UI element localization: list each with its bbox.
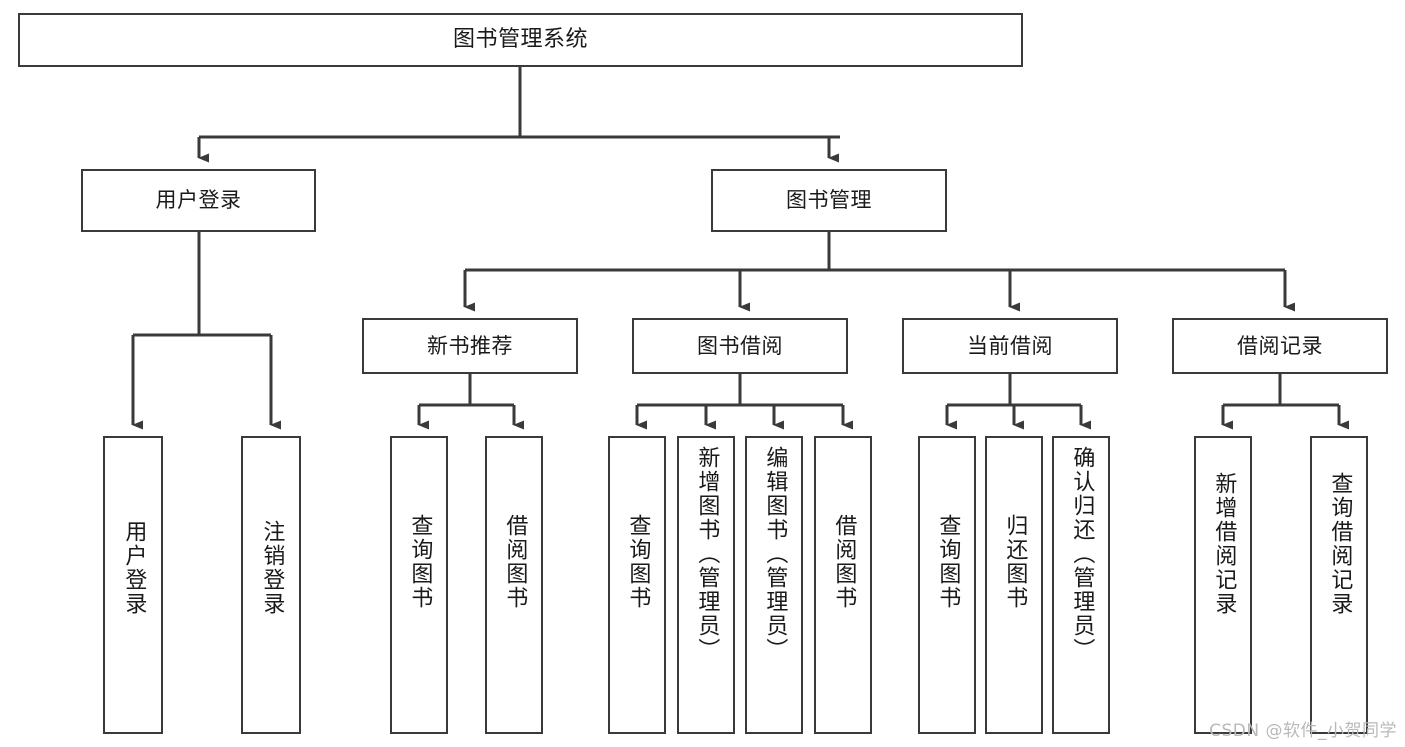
node-leaf-query-book-1[interactable]: 查询图书 bbox=[390, 436, 448, 734]
node-label: 新书推荐 bbox=[427, 333, 513, 358]
node-leaf-query-book-2[interactable]: 查询图书 bbox=[608, 436, 666, 734]
node-new-book-recommend[interactable]: 新书推荐 bbox=[362, 318, 578, 374]
node-label: 查询借阅记录 bbox=[1327, 472, 1353, 616]
node-label: 归还图书 bbox=[1002, 514, 1028, 610]
node-label: 新增图书（管理员） bbox=[694, 446, 720, 662]
node-label: 借阅图书 bbox=[831, 514, 857, 610]
node-leaf-edit-book-admin[interactable]: 编辑图书（管理员） bbox=[745, 436, 803, 734]
node-leaf-return-book[interactable]: 归还图书 bbox=[985, 436, 1043, 734]
node-label: 图书借阅 bbox=[697, 333, 783, 358]
node-label: 编辑图书（管理员） bbox=[762, 446, 788, 662]
node-label: 查询图书 bbox=[625, 514, 651, 610]
node-leaf-add-book-admin[interactable]: 新增图书（管理员） bbox=[677, 436, 735, 734]
node-label: 用户登录 bbox=[155, 188, 242, 213]
node-book-management[interactable]: 图书管理 bbox=[711, 169, 947, 232]
node-current-borrow[interactable]: 当前借阅 bbox=[902, 318, 1118, 374]
node-leaf-confirm-return-admin[interactable]: 确认归还（管理员） bbox=[1052, 436, 1110, 734]
node-label: 图书管理系统 bbox=[452, 27, 588, 53]
node-leaf-user-login[interactable]: 用户登录 bbox=[103, 436, 163, 734]
node-label: 注销登录 bbox=[259, 520, 285, 616]
node-root-system[interactable]: 图书管理系统 bbox=[18, 13, 1023, 67]
node-borrow-record[interactable]: 借阅记录 bbox=[1172, 318, 1388, 374]
node-leaf-logout-login[interactable]: 注销登录 bbox=[241, 436, 301, 734]
node-leaf-add-borrow-record[interactable]: 新增借阅记录 bbox=[1194, 436, 1252, 734]
node-label: 查询图书 bbox=[407, 514, 433, 610]
node-user-login[interactable]: 用户登录 bbox=[81, 169, 316, 232]
node-book-borrow[interactable]: 图书借阅 bbox=[632, 318, 848, 374]
node-leaf-borrow-book-2[interactable]: 借阅图书 bbox=[814, 436, 872, 734]
node-leaf-query-book-3[interactable]: 查询图书 bbox=[918, 436, 976, 734]
node-leaf-query-borrow-record[interactable]: 查询借阅记录 bbox=[1310, 436, 1368, 734]
node-label: 新增借阅记录 bbox=[1211, 472, 1237, 616]
node-label: 确认归还（管理员） bbox=[1069, 446, 1095, 662]
watermark-text: CSDN @软件_小贺同学 bbox=[1209, 721, 1397, 741]
node-label: 查询图书 bbox=[935, 514, 961, 610]
node-label: 当前借阅 bbox=[967, 333, 1053, 358]
node-leaf-borrow-book-1[interactable]: 借阅图书 bbox=[485, 436, 543, 734]
node-label: 借阅图书 bbox=[502, 514, 528, 610]
node-label: 借阅记录 bbox=[1237, 333, 1323, 358]
node-label: 用户登录 bbox=[121, 520, 147, 616]
node-label: 图书管理 bbox=[786, 188, 872, 213]
